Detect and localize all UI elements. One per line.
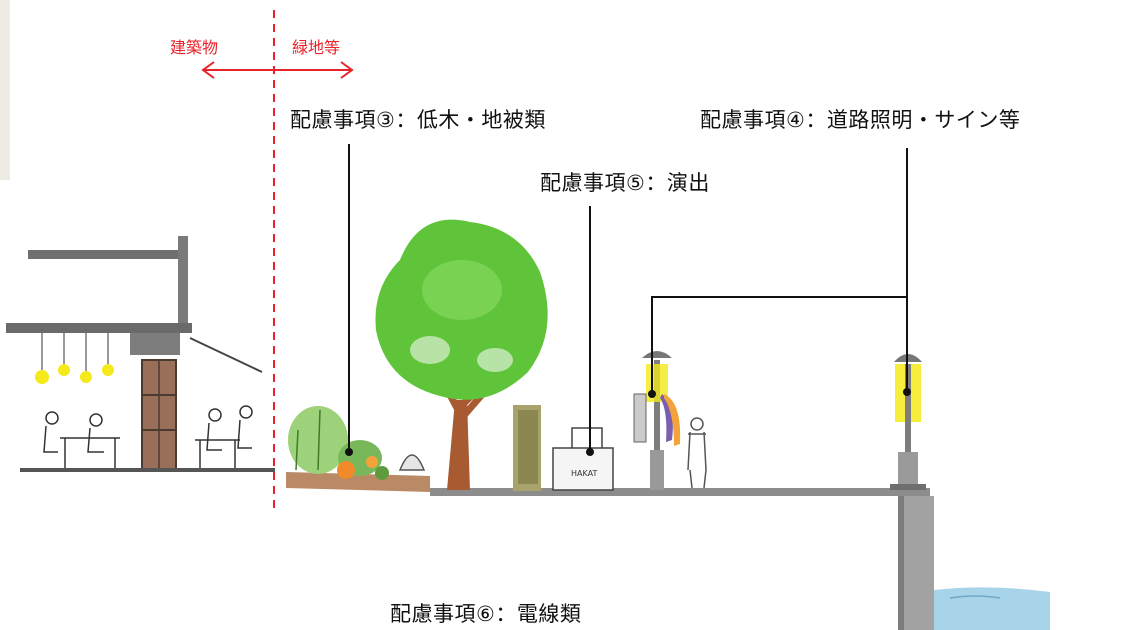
leader-item3-dot bbox=[345, 448, 353, 456]
display-stand: HAKAT bbox=[552, 427, 614, 491]
boundary-arrow bbox=[201, 61, 354, 79]
leader-item4-dot-a bbox=[648, 390, 656, 398]
building-facade bbox=[6, 236, 275, 472]
callout-item6: 配慮事項⑥：電線類 bbox=[390, 602, 582, 626]
sidewalk-surface bbox=[430, 488, 930, 496]
cafe-seating bbox=[43, 405, 253, 468]
green-side-label: 緑地等 bbox=[292, 38, 341, 57]
pendant-lights bbox=[35, 333, 114, 384]
leader-item4 bbox=[651, 148, 908, 392]
paper-edge bbox=[0, 0, 10, 180]
leader-lines bbox=[348, 144, 908, 452]
callout-item5: 配慮事項⑤：演出 bbox=[540, 171, 710, 195]
building-side-label: 建築物 bbox=[170, 38, 219, 57]
leader-item5-dot bbox=[586, 448, 594, 456]
leader-item4-dot-b bbox=[903, 388, 911, 396]
water bbox=[934, 587, 1050, 630]
street-tree bbox=[375, 219, 548, 490]
signboard bbox=[513, 405, 541, 491]
pedestrian bbox=[687, 417, 707, 489]
planter-soil bbox=[286, 472, 430, 492]
street-lamp-with-banners bbox=[633, 351, 681, 490]
stand-sign-text: HAKAT bbox=[571, 469, 597, 478]
callout-item4: 配慮事項④：道路照明・サイン等 bbox=[700, 108, 1021, 132]
shrubs-groundcover bbox=[288, 406, 426, 480]
callout-item3: 配慮事項③：低木・地被類 bbox=[290, 108, 546, 132]
